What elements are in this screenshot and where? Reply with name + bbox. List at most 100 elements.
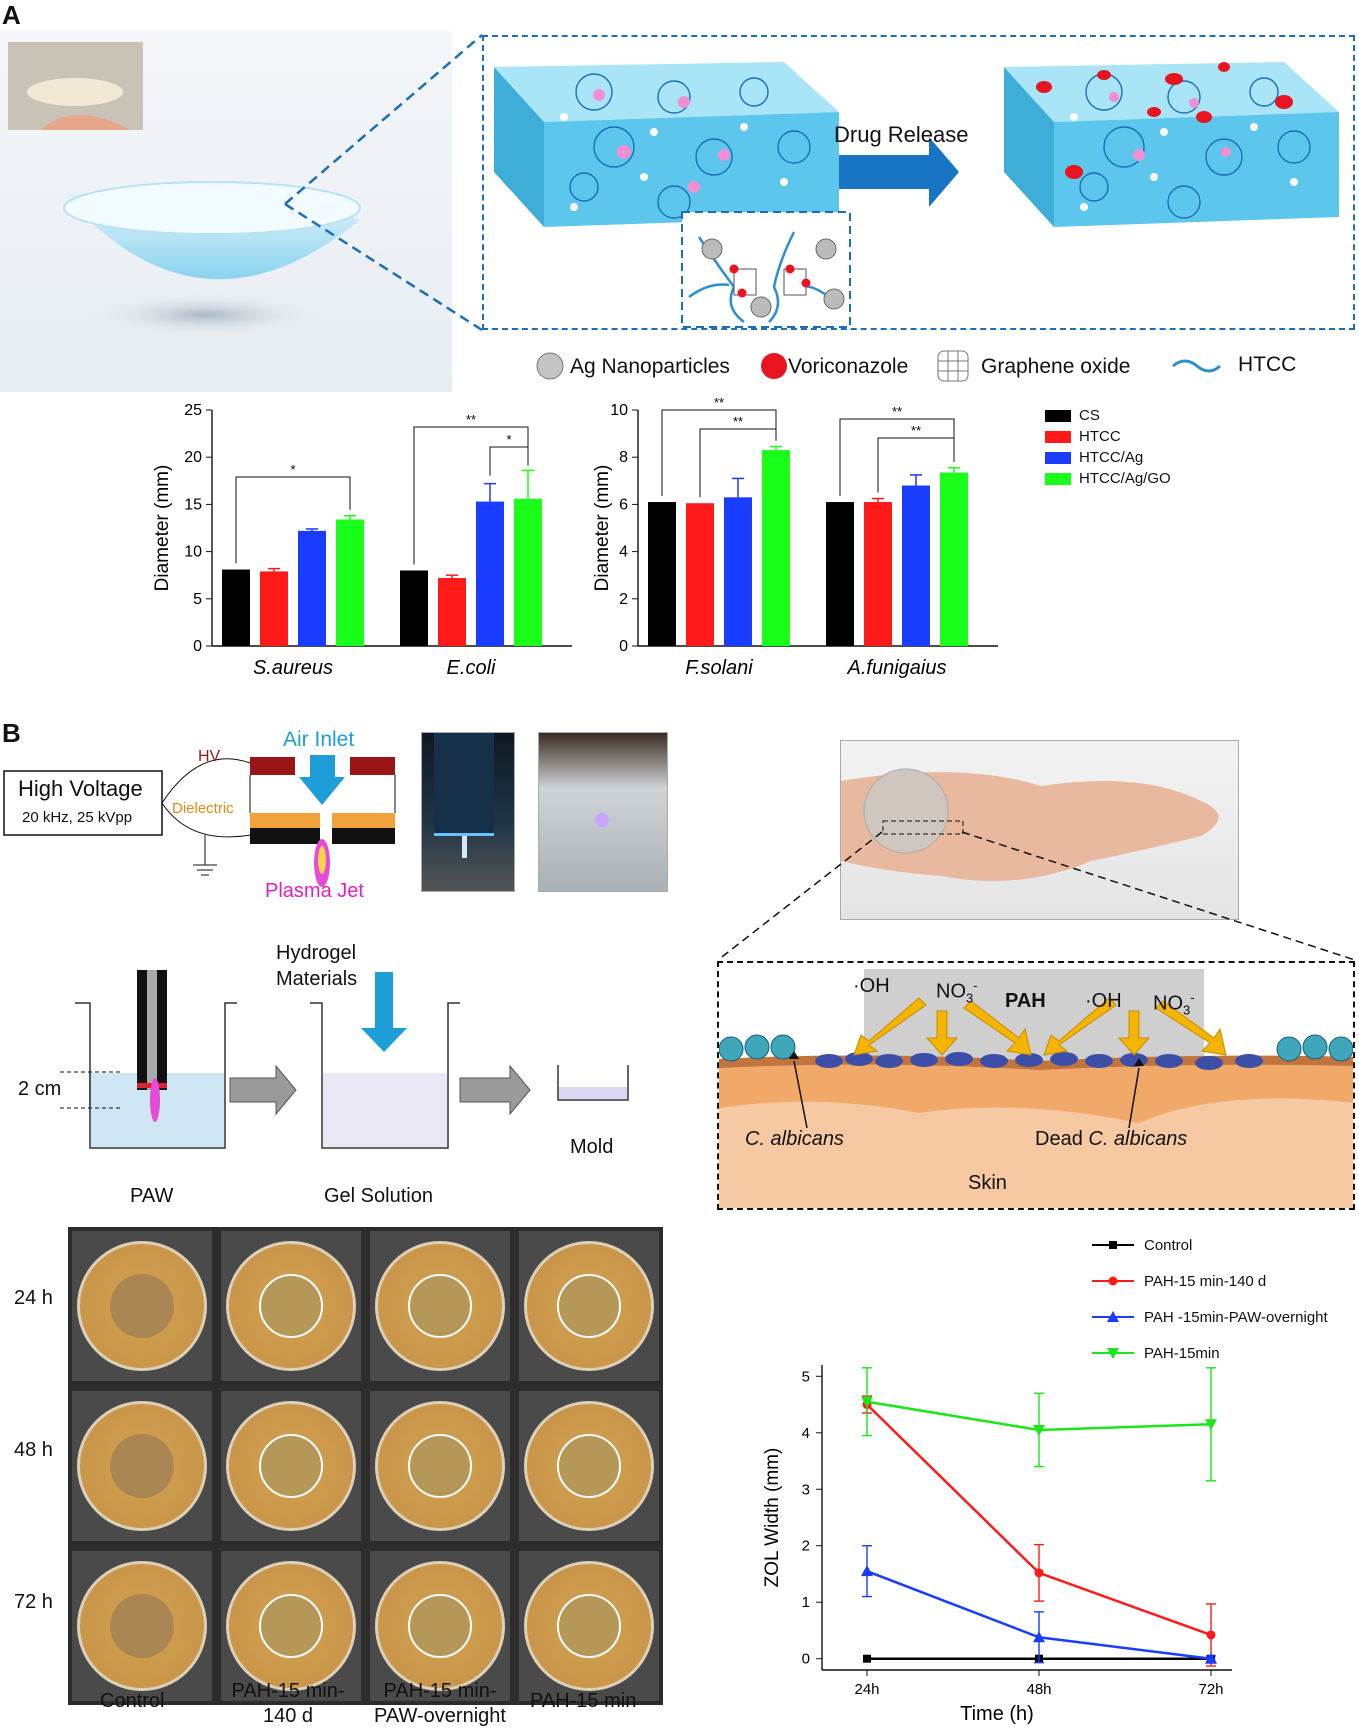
significance-label: ** (892, 404, 902, 419)
inhibition-zone (408, 1594, 472, 1658)
significance-label: ** (733, 414, 743, 429)
y-tick-label: 4 (802, 1425, 810, 1442)
y-tick-label: 8 (619, 449, 628, 466)
y-tick-label: 0 (619, 638, 628, 655)
oh-radical-label-2: ·OH (1085, 990, 1122, 1012)
legend-ag: Ag Nanoparticles (570, 355, 730, 378)
bar (648, 502, 676, 646)
zoom-lines (284, 34, 483, 332)
data-point (861, 1565, 873, 1577)
bar-legend-item: HTCC/Ag/GO (1045, 468, 1171, 489)
inhibition-zone (110, 1594, 174, 1658)
bar (686, 503, 714, 646)
data-point (1033, 1424, 1045, 1436)
col-label-overnight-1: PAH-15 min- (383, 1680, 497, 1702)
y-tick-label: 10 (610, 402, 628, 419)
bar (724, 497, 752, 646)
col-label-control: Control (100, 1690, 165, 1712)
hv-label: HV (198, 748, 221, 765)
bar-legend-label: HTCC/Ag/GO (1079, 470, 1171, 487)
data-point (1033, 1631, 1045, 1643)
significance-label: * (506, 432, 511, 447)
bar-legend-swatch (1045, 472, 1071, 485)
petri-dish-grid (68, 1227, 663, 1705)
hydrogel-slabs (494, 62, 1339, 328)
y-tick-label: 2 (619, 591, 628, 608)
bar-legend-swatch (1045, 451, 1071, 464)
inhibition-zone (408, 1434, 472, 1498)
line-legend-label: PAH-15 min-140 d (1144, 1272, 1267, 1290)
significance-bracket (877, 437, 955, 493)
petri-dish (221, 1231, 361, 1381)
y-tick-label: 0 (802, 1651, 810, 1668)
legend-htcc: HTCC (1238, 353, 1297, 376)
line-legend-item: PAH-15 min-140 d (1090, 1263, 1328, 1299)
bar (864, 502, 892, 646)
y-tick-label: 5 (802, 1368, 810, 1385)
significance-label: ** (466, 412, 476, 427)
inhibition-zone (259, 1594, 323, 1658)
air-inlet-label: Air Inlet (283, 728, 355, 751)
x-tick-label: 48h (1026, 1681, 1051, 1698)
petri-dish (72, 1551, 212, 1701)
y-tick-label: 0 (193, 638, 202, 655)
high-voltage-spec: 20 kHz, 25 kVpp (22, 809, 133, 826)
panel-a-legend-symbols (536, 350, 1222, 382)
petri-dish (370, 1551, 510, 1701)
x-axis-label: Time (h) (960, 1703, 1034, 1725)
significance-bracket (661, 409, 777, 497)
bar-legend-label: HTCC/Ag (1079, 449, 1144, 466)
beaker-photo (538, 732, 668, 892)
inhibition-zone (557, 1274, 621, 1338)
y-tick-label: 4 (619, 544, 628, 561)
y-tick-label: 6 (619, 496, 628, 513)
line-legend-label: Control (1144, 1236, 1193, 1254)
bar-legend-item: HTCC (1045, 426, 1171, 447)
significance-label: * (290, 462, 295, 477)
x-tick-label: 72h (1198, 1681, 1223, 1698)
bar (514, 498, 542, 646)
petri-dish (221, 1551, 361, 1701)
bar-legend-swatch (1045, 430, 1071, 443)
dielectric-label: Dielectric (172, 800, 234, 817)
materials-label: Materials (276, 968, 358, 990)
bar (298, 530, 326, 646)
line-legend-item: PAH -15min-PAW-overnight (1090, 1299, 1328, 1335)
data-point (1205, 1419, 1217, 1431)
inhibition-zone (110, 1274, 174, 1338)
petri-dish (221, 1391, 361, 1541)
paw-process-schematic (60, 970, 629, 1149)
line-legend-swatch (1092, 1311, 1134, 1322)
line-legend-label: PAH-15min (1144, 1344, 1220, 1362)
mold-label: Mold (570, 1136, 614, 1158)
oh-radical-label-1: ·OH (853, 975, 890, 997)
inhibition-zone (408, 1274, 472, 1338)
line-legend-item: PAH-15min (1090, 1335, 1328, 1371)
bar-legend-label: HTCC (1079, 428, 1121, 445)
gel-solution-label: Gel Solution (324, 1185, 433, 1207)
y-axis-label: Diameter (mm) (592, 465, 613, 592)
bar (336, 519, 364, 646)
pah-label: PAH (1005, 990, 1046, 1012)
skin-diagram (717, 961, 1355, 1210)
petri-dish (72, 1231, 212, 1381)
plasma-jet-photo (421, 732, 515, 892)
y-tick-label: 1 (802, 1594, 810, 1611)
lens-svg (8, 42, 361, 337)
x-tick-label: 24h (854, 1681, 879, 1698)
significance-bracket (235, 476, 351, 564)
bar (260, 571, 288, 646)
drug-release-arrow (839, 137, 959, 207)
x-category-label: E.coli (447, 657, 496, 679)
row-label-48h: 48 h (14, 1439, 53, 1461)
petri-dish (72, 1391, 212, 1541)
legend-voriconazole: Voriconazole (788, 355, 909, 378)
inhibition-zone (259, 1434, 323, 1498)
bar (902, 485, 930, 646)
y-tick-label: 10 (184, 544, 202, 561)
bar (438, 578, 466, 646)
drug-release-label: Drug Release (834, 122, 969, 147)
line-legend-swatch (1092, 1348, 1134, 1359)
